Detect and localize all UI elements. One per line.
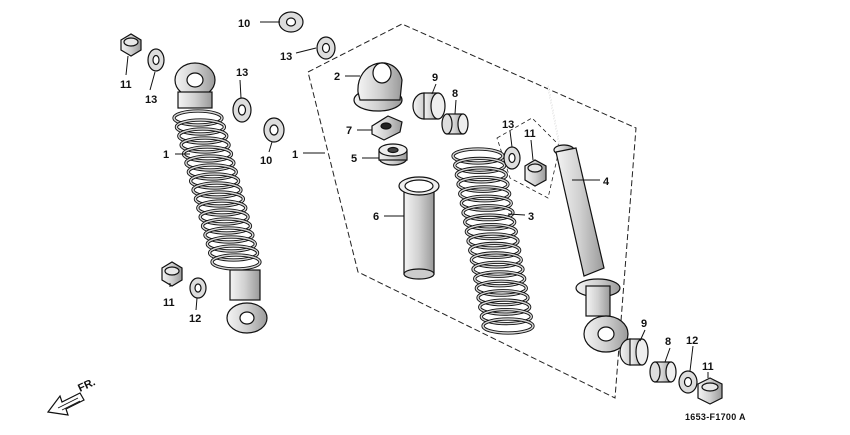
callout-13: 13 bbox=[280, 51, 292, 63]
spring-coil bbox=[472, 261, 524, 277]
spring-coil bbox=[479, 299, 531, 315]
shock-absorber-assembly-left bbox=[172, 62, 268, 334]
callout-13: 13 bbox=[502, 119, 514, 131]
left-spring-coil bbox=[211, 254, 261, 270]
callout-5: 5 bbox=[351, 153, 357, 165]
bushing-8-lower bbox=[649, 361, 677, 383]
nut-group-outline bbox=[496, 117, 561, 199]
spring-coil bbox=[482, 318, 534, 334]
washer-13-top bbox=[316, 36, 336, 60]
collar-9-lower bbox=[619, 338, 649, 366]
callout-12: 12 bbox=[686, 335, 698, 347]
nut-11-right bbox=[524, 159, 547, 187]
callout-1: 1 bbox=[292, 149, 298, 161]
left-spring-coil bbox=[192, 182, 242, 198]
front-label: FR. bbox=[76, 376, 97, 394]
callout-11: 11 bbox=[163, 297, 175, 309]
spring-coil bbox=[477, 290, 529, 306]
spring-coil bbox=[460, 195, 512, 211]
callout-10: 10 bbox=[260, 155, 272, 167]
figure-code: 1653-F1700 A bbox=[685, 412, 746, 422]
left-spring-coil bbox=[173, 110, 223, 126]
nut-11-bottom-right bbox=[697, 377, 723, 405]
collar-9-upper bbox=[412, 92, 446, 120]
callout-11: 11 bbox=[524, 128, 536, 140]
left-spring-coil bbox=[197, 200, 247, 216]
callout-9: 9 bbox=[432, 72, 438, 84]
rubber-7 bbox=[371, 115, 403, 141]
callout-11: 11 bbox=[120, 79, 132, 91]
left-spring-coil bbox=[194, 191, 245, 207]
spring-coil bbox=[480, 308, 532, 325]
washer-13-left bbox=[147, 48, 165, 72]
washer-10-mid bbox=[263, 117, 285, 143]
stopper-5 bbox=[378, 143, 408, 166]
callout-8: 8 bbox=[665, 336, 671, 348]
spring-coil bbox=[467, 233, 519, 249]
washer-13-mid bbox=[232, 97, 252, 123]
spring-coil bbox=[462, 204, 514, 221]
callout-13: 13 bbox=[145, 94, 157, 106]
left-spring-coil bbox=[187, 164, 238, 180]
left-spring-coil bbox=[185, 155, 235, 171]
callout-1: 1 bbox=[163, 149, 169, 161]
upper-mount-2 bbox=[353, 62, 403, 112]
front-direction-arrow: FR. bbox=[46, 376, 97, 416]
spring-coil bbox=[470, 252, 522, 268]
washer-10-top bbox=[278, 11, 304, 33]
damper-4 bbox=[547, 85, 629, 353]
left-spring-coil bbox=[178, 128, 228, 144]
callout-13: 13 bbox=[236, 67, 248, 79]
left-spring-coils bbox=[172, 109, 262, 271]
callout-11: 11 bbox=[702, 361, 714, 373]
left-spring-coil bbox=[175, 119, 226, 135]
assembly-outline bbox=[307, 23, 637, 399]
callout-9: 9 bbox=[641, 318, 647, 330]
left-spring-coil bbox=[189, 173, 240, 189]
left-spring-coil bbox=[204, 227, 254, 243]
callout-6: 6 bbox=[373, 211, 379, 223]
spring-coil bbox=[457, 176, 509, 193]
spring-coil bbox=[454, 157, 506, 174]
spring-coil bbox=[469, 242, 521, 259]
callout-10: 10 bbox=[238, 18, 250, 30]
washer-13-right bbox=[503, 146, 521, 170]
spring-3 bbox=[451, 147, 535, 335]
spring-coil bbox=[474, 271, 526, 287]
callout-4: 4 bbox=[603, 176, 610, 188]
spring-coil bbox=[464, 214, 516, 230]
spring-coil bbox=[465, 223, 517, 240]
callout-2: 2 bbox=[334, 71, 340, 83]
washer-12-lower-left bbox=[189, 277, 207, 299]
spring-coil bbox=[475, 280, 527, 296]
dust-tube-6 bbox=[398, 176, 440, 280]
callout-8: 8 bbox=[452, 88, 458, 100]
callout-7: 7 bbox=[346, 125, 352, 137]
left-spring-coil bbox=[180, 137, 230, 153]
left-spring-coil bbox=[206, 236, 257, 252]
callout-12: 12 bbox=[189, 313, 201, 325]
callout-3: 3 bbox=[528, 211, 534, 223]
nut-11-top-left bbox=[120, 33, 142, 57]
nut-11-lower-left bbox=[161, 261, 183, 287]
left-spring-coil bbox=[199, 209, 249, 225]
spring-coil bbox=[455, 167, 507, 183]
left-spring-coil bbox=[208, 245, 259, 261]
left-spring-coil bbox=[201, 218, 252, 234]
spring-coil bbox=[452, 148, 504, 164]
bushing-8-upper bbox=[441, 113, 469, 135]
spring-coil bbox=[459, 186, 511, 202]
washer-12-right bbox=[678, 370, 698, 394]
leader-lines bbox=[125, 21, 709, 378]
